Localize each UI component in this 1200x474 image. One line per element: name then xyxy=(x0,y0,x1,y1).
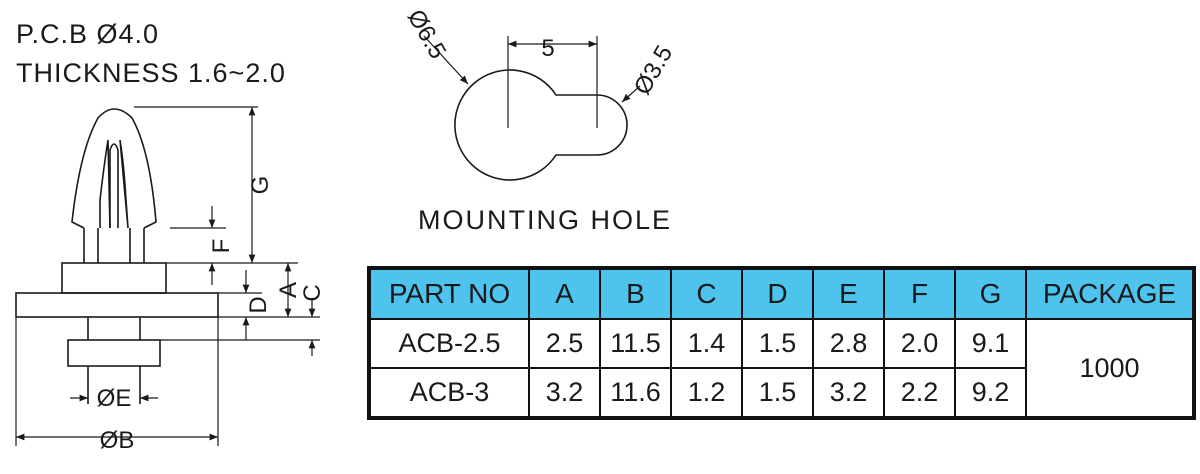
prong-slot-left xyxy=(99,139,111,229)
header-part-no: PART NO xyxy=(368,267,530,320)
spec-table: PART NO A B C D E F G PACKAGE ACB-2.5 2.… xyxy=(367,266,1196,420)
upper-collar xyxy=(61,262,167,294)
dim-f-label: F xyxy=(208,239,235,254)
hole-small-dia-label: Ø3.5 xyxy=(629,41,678,100)
prong-outline xyxy=(71,108,157,229)
dim-e-label: ØE xyxy=(97,385,132,412)
pcb-thickness-spec: THICKNESS 1.6~2.0 xyxy=(16,58,286,88)
dim-b-label: ØB xyxy=(100,427,135,454)
cell-g: 9.1 xyxy=(954,318,1027,369)
header-c: C xyxy=(670,267,743,320)
keyhole-outline xyxy=(454,69,628,181)
mounting-hole-drawing xyxy=(423,35,641,181)
table-row: ACB-2.5 2.5 11.5 1.4 1.5 2.8 2.0 9.1 100… xyxy=(368,318,1195,419)
header-b: B xyxy=(599,267,672,320)
cell-part-no: ACB-3 xyxy=(368,367,530,419)
cell-e: 2.8 xyxy=(812,318,885,369)
prong-center xyxy=(109,143,119,228)
cell-c: 1.2 xyxy=(670,367,743,419)
side-view-drawing xyxy=(15,106,320,446)
header-d: D xyxy=(741,267,814,320)
dim-a-label: A xyxy=(275,282,302,298)
flange xyxy=(15,292,219,318)
cell-e: 3.2 xyxy=(812,367,885,419)
header-package: PACKAGE xyxy=(1025,267,1195,320)
table-header-row: PART NO A B C D E F G PACKAGE xyxy=(368,267,1195,320)
header-g: G xyxy=(954,267,1027,320)
header-e: E xyxy=(812,267,885,320)
cell-d: 1.5 xyxy=(741,318,814,369)
cell-b: 11.6 xyxy=(599,367,672,419)
dim-d-label: D xyxy=(245,296,272,313)
mounting-hole-label: MOUNTING HOLE xyxy=(418,205,673,235)
lower-collar xyxy=(67,339,161,367)
cell-b: 11.5 xyxy=(599,318,672,369)
cell-part-no: ACB-2.5 xyxy=(368,318,530,369)
dim-c-label: C xyxy=(299,284,326,301)
cell-a: 2.5 xyxy=(528,318,601,369)
hole-large-dia-label: Ø6.5 xyxy=(402,5,451,64)
cell-package: 1000 xyxy=(1025,318,1195,419)
hole-spacing-label: 5 xyxy=(541,35,554,62)
cell-a: 3.2 xyxy=(528,367,601,419)
cell-c: 1.4 xyxy=(670,318,743,369)
header-f: F xyxy=(883,267,956,320)
cell-f: 2.2 xyxy=(883,367,956,419)
cell-f: 2.0 xyxy=(883,318,956,369)
cell-d: 1.5 xyxy=(741,367,814,419)
header-a: A xyxy=(528,267,601,320)
pcb-hole-spec: P.C.B Ø4.0 xyxy=(16,19,160,49)
prong-slot-right xyxy=(119,139,129,229)
dim-g-label: G xyxy=(247,176,274,195)
cell-g: 9.2 xyxy=(954,367,1027,419)
table-row: ACB-3 3.2 11.6 1.2 1.5 3.2 2.2 9.2 xyxy=(368,367,1194,419)
